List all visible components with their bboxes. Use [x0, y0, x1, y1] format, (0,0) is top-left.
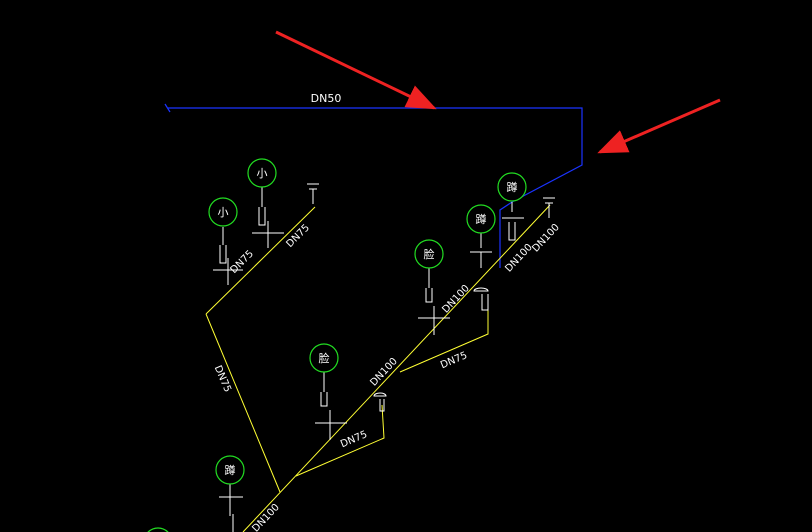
- arrow-icon: [597, 98, 721, 154]
- fixture-label-f4: 蹲: [476, 212, 487, 226]
- vent-pipe-end-tick: [164, 103, 171, 113]
- fixture-label-f2: 小: [257, 167, 268, 180]
- pipe-label: DN75: [284, 222, 312, 250]
- pipe-mid-branch: [399, 300, 489, 373]
- vent-pipe-path: [168, 107, 583, 268]
- fixture-circle: 蹲: [466, 204, 496, 234]
- vent-main-label: DN50: [311, 92, 342, 105]
- arrow-icon: [275, 30, 437, 110]
- vent-cap-right: [543, 197, 555, 218]
- fixture-traps: [213, 187, 524, 532]
- pipe-label: DN100: [368, 356, 399, 389]
- pipe-upper-left-branch: [205, 206, 316, 315]
- fixture-circle: 脸: [414, 239, 444, 269]
- fixture-circle-partial: [147, 527, 169, 532]
- pipe-label: DN75: [212, 364, 233, 394]
- fixture-label-f1: 小: [218, 206, 229, 219]
- pipe-label: DN75: [339, 429, 369, 450]
- fixture-label-f5: 脸: [424, 247, 435, 261]
- fixture-circle: 蹲: [215, 455, 245, 485]
- pipe-label: DN75: [228, 248, 256, 276]
- fixture-circle: 小: [208, 197, 238, 227]
- vent-pipe: [164, 103, 583, 268]
- pipe-label: DN100: [530, 222, 561, 255]
- fixture-circle: 小: [247, 158, 277, 188]
- fixture-circle: 蹲: [497, 172, 527, 202]
- drain-pipes: [205, 204, 551, 532]
- fixture-circle: 脸: [309, 343, 339, 373]
- vent-cap-left: [307, 183, 319, 204]
- fixture-label-f3: 蹲: [507, 180, 518, 194]
- fixture-label-f7: 蹲: [225, 463, 236, 477]
- pipe-label: DN100: [440, 283, 471, 316]
- cleanout-symbol: [373, 287, 489, 397]
- pipe-left-diagonal: [205, 313, 281, 493]
- pipe-lower-branch: [295, 404, 385, 477]
- pipe-main-riser: [242, 204, 551, 532]
- fixture-label-f6: 脸: [319, 351, 330, 365]
- pipe-label: DN100: [250, 502, 281, 532]
